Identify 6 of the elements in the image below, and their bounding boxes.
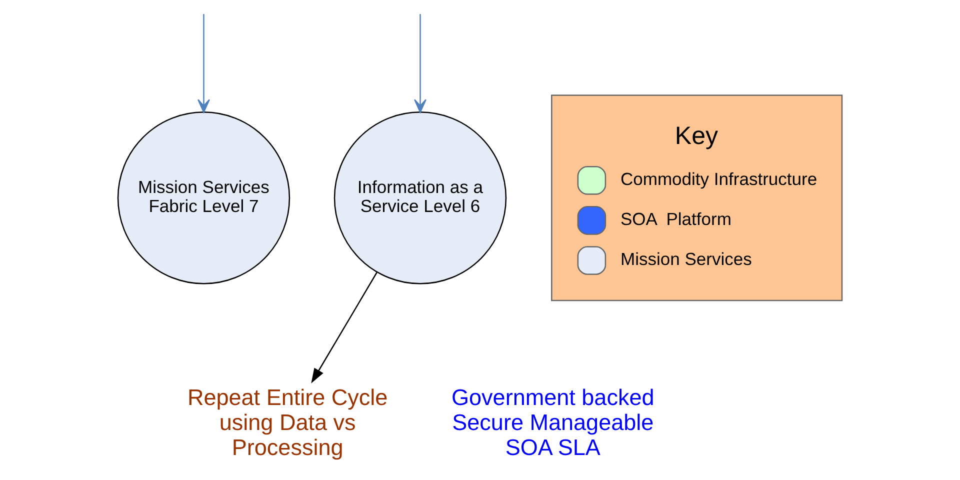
legend-label: Mission Services [620,249,752,270]
legend-label: Commodity Infrastructure [620,169,818,190]
legend-label: SOA Platform [620,209,732,230]
node-text: Repeat Entire Cycle using Data vs Processing [187,384,388,460]
label: Key [674,122,718,150]
label: Government backed Secure Manageable SOA SLA [452,384,654,460]
